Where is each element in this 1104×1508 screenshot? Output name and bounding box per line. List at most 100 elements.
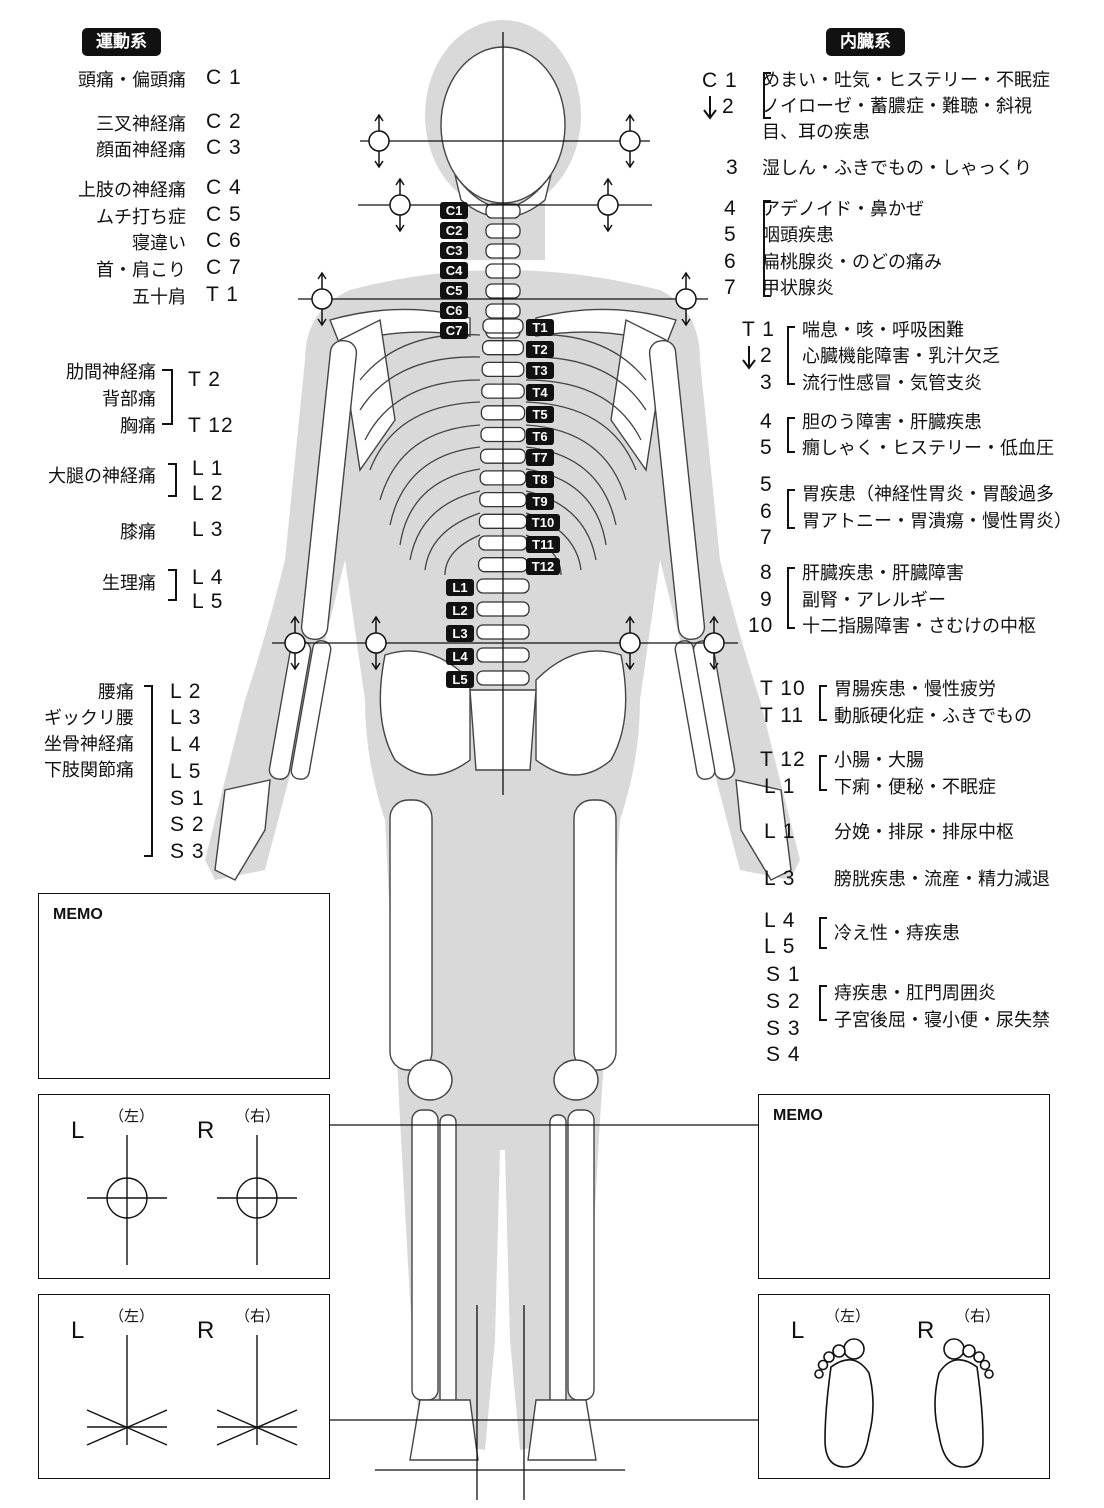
motor-seg: L 1 (192, 457, 224, 480)
visceral-text: ノイローゼ・蓄膿症・難聴・斜視 (762, 96, 1032, 117)
motor-seg: L 3 (192, 518, 224, 541)
vertebra-label-t2: T2 (526, 340, 554, 358)
visceral-seg: 7 (760, 526, 773, 549)
motor-seg: L 2 (192, 482, 224, 505)
alignment-marker-icon (389, 177, 411, 233)
visceral-seg: 5 (724, 223, 737, 246)
left-label: L (71, 1317, 85, 1344)
alignment-marker-icon (365, 615, 387, 671)
visceral-header: 内臓系 (826, 28, 905, 56)
visceral-seg: 2 (722, 95, 735, 118)
visceral-seg: S 2 (766, 990, 801, 1013)
visceral-text: 胃アトニー・胃潰瘍・慢性胃炎） (802, 511, 1072, 532)
alignment-marker-icon (284, 615, 306, 671)
visceral-text: 流行性感冒・気管支炎 (802, 373, 982, 394)
visceral-seg: L 3 (764, 867, 796, 890)
motor-seg: L 2 (170, 680, 202, 703)
vertebra-label-t10: T10 (526, 514, 560, 532)
visceral-text: 小腸・大腸 (834, 750, 924, 771)
left-jp-label: （左） (825, 1307, 871, 1325)
motor-seg: L 4 (170, 733, 202, 756)
motor-seg: S 3 (170, 840, 205, 863)
motor-seg: L 3 (170, 706, 202, 729)
vertebra-label-t3: T3 (526, 362, 554, 380)
visceral-text: 痔疾患・肛門周囲炎 (834, 983, 996, 1004)
visceral-seg: T 11 (760, 704, 805, 727)
motor-label: 肋間神経痛 (66, 362, 156, 383)
visceral-seg: 6 (760, 500, 773, 523)
visceral-text: 心臓機能障害・乳汁欠乏 (802, 346, 1000, 367)
visceral-seg: 9 (760, 588, 773, 611)
visceral-seg: S 4 (766, 1043, 801, 1066)
visceral-seg: 4 (760, 410, 773, 433)
motor-seg: L 4 (192, 566, 224, 589)
visceral-seg: 2 (760, 344, 773, 367)
visceral-seg: 7 (724, 276, 737, 299)
vertebra-label-t11: T11 (526, 536, 560, 553)
motor-seg: L 5 (192, 590, 224, 613)
vertebra-label-l1: L1 (446, 579, 474, 596)
vertebra-label-c7: C7 (440, 322, 468, 339)
motor-seg: L 5 (170, 760, 202, 783)
motor-label: 生理痛 (102, 573, 156, 594)
visceral-text: 癇しゃく・ヒステリー・低血圧 (802, 438, 1054, 459)
memo-label: MEMO (773, 1107, 823, 1124)
skeleton-bones (214, 46, 792, 1461)
visceral-seg: L 5 (764, 935, 796, 958)
motor-seg: C 3 (206, 136, 242, 159)
visceral-seg: S 3 (766, 1017, 801, 1040)
visceral-seg: 5 (760, 436, 773, 459)
vertebra-label-c2: C2 (440, 222, 468, 239)
motor-label: 膝痛 (120, 522, 156, 543)
footprint-box[interactable]: L （左） R （右） (758, 1294, 1050, 1479)
right-label: R (197, 1117, 215, 1144)
memo-box-left[interactable]: MEMO (38, 893, 330, 1079)
vertebra-label-t8: T8 (526, 470, 554, 488)
visceral-text: 喘息・咳・呼吸困難 (802, 320, 964, 341)
vertebra-label-l5: L5 (446, 671, 474, 688)
motor-seg: S 1 (170, 787, 205, 810)
right-jp-label: （右） (235, 1307, 281, 1325)
motor-header: 運動系 (82, 28, 161, 56)
posture-box-upper[interactable]: L （左） R （右） (38, 1094, 330, 1279)
visceral-text: 目、耳の疾患 (762, 122, 870, 143)
alignment-marker-icon (675, 271, 697, 327)
posture-box-lower[interactable]: L （左） R （右） (38, 1294, 330, 1479)
visceral-seg: 5 (760, 473, 773, 496)
motor-label: 下肢関節痛 (44, 760, 134, 781)
alignment-marker-icon (619, 615, 641, 671)
visceral-text: 咽頭疾患 (762, 225, 834, 246)
motor-seg: T 2 (188, 368, 221, 391)
motor-label: 胸痛 (120, 416, 156, 437)
motor-seg: C 1 (206, 66, 242, 89)
vertebra-label-t9: T9 (526, 492, 554, 510)
memo-box-right[interactable]: MEMO (758, 1094, 1050, 1279)
motor-seg: C 2 (206, 110, 242, 133)
visceral-text: 動脈硬化症・ふきでもの (834, 706, 1032, 727)
vertebra-label-t1: T1 (526, 319, 554, 336)
memo-label: MEMO (53, 906, 103, 923)
vertebra-label-c1: C1 (440, 202, 468, 219)
feet-axis-icons (86, 1335, 298, 1446)
visceral-seg: L 4 (764, 909, 796, 932)
visceral-text: 甲状腺炎 (762, 278, 834, 299)
visceral-text: アデノイド・鼻かぜ (762, 199, 924, 220)
visceral-text: 副腎・アレルギー (802, 590, 946, 611)
motor-label: 頭痛・偏頭痛 (78, 70, 186, 91)
alignment-marker-icon (597, 177, 619, 233)
motor-seg: C 6 (206, 229, 242, 252)
vertebra-label-l4: L4 (446, 648, 474, 665)
alignment-marker-icon (311, 271, 333, 327)
crosshair-icons (87, 1135, 297, 1265)
visceral-seg: T 1 (742, 318, 775, 341)
visceral-text: めまい・吐気・ヒステリー・不眠症 (762, 70, 1050, 91)
vertebra-label-t12: T12 (526, 557, 560, 575)
motor-label: ムチ打ち症 (96, 207, 186, 228)
visceral-seg: 3 (760, 371, 773, 394)
right-jp-label: （右） (955, 1307, 1001, 1325)
alignment-marker-icon (368, 113, 390, 169)
left-jp-label: （左） (109, 1307, 155, 1325)
right-label: R (197, 1317, 215, 1344)
visceral-text: 湿しん・ふきでもの・しゃっくり (762, 158, 1032, 179)
left-jp-label: （左） (109, 1107, 155, 1125)
